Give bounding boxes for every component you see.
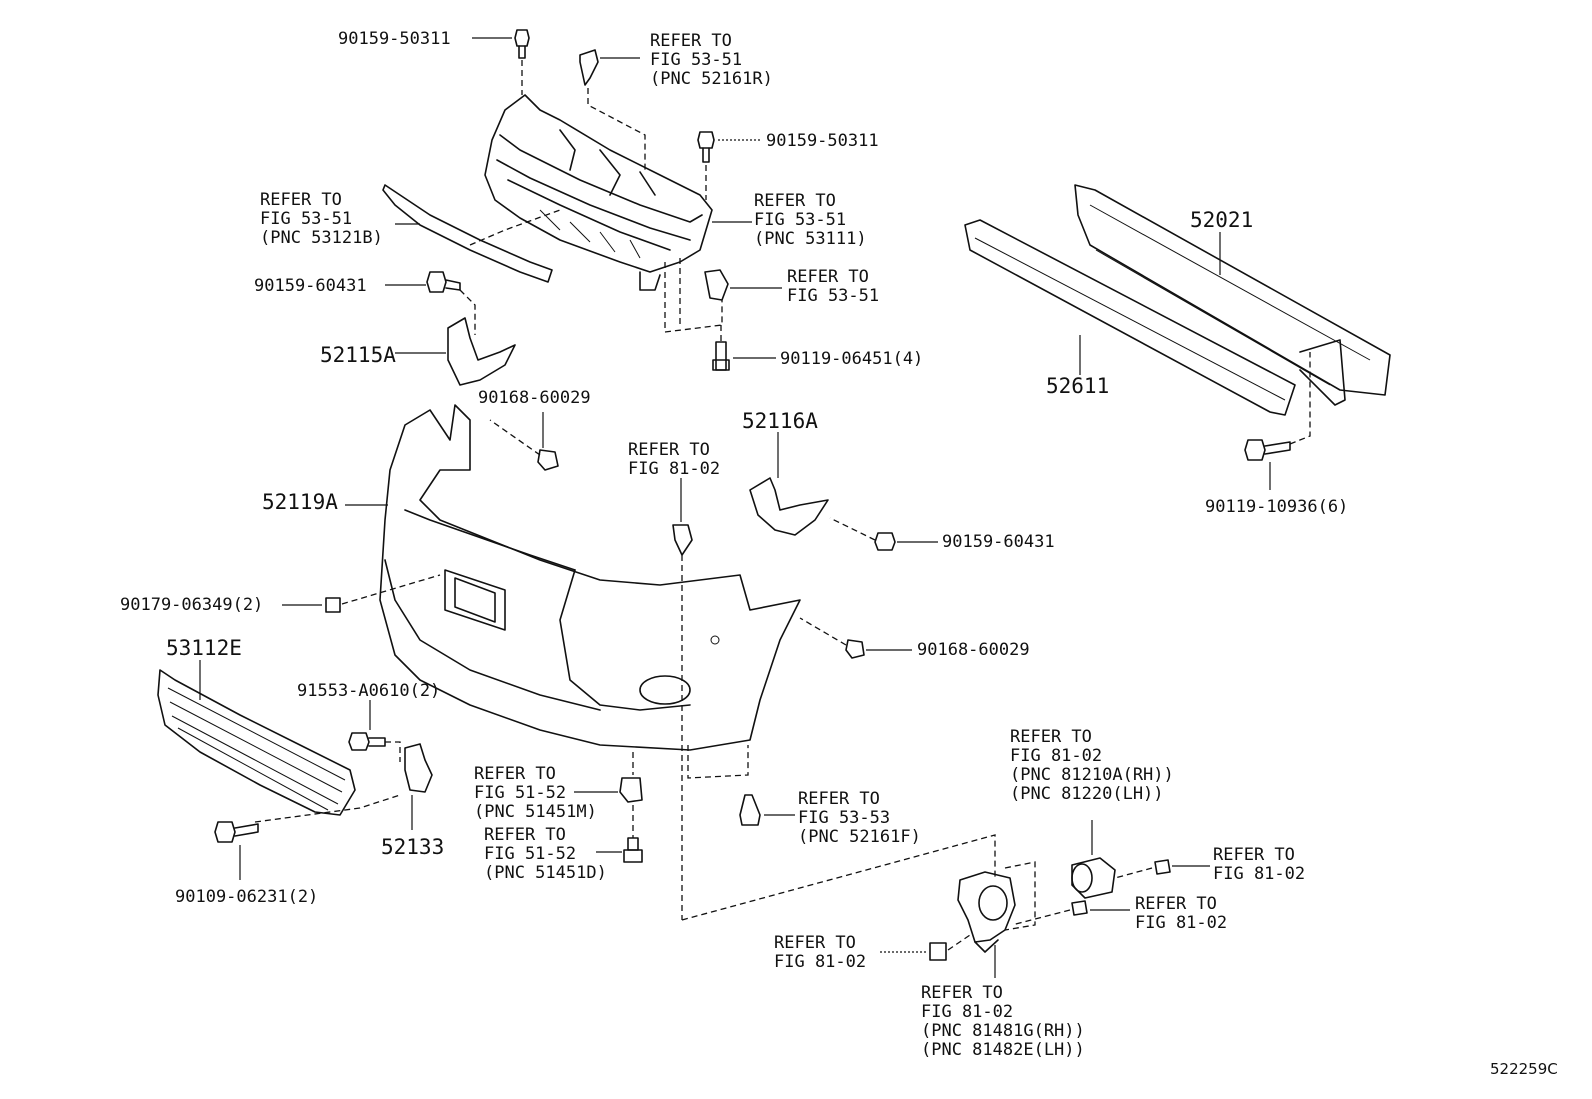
fog-lamp-81210a-icon xyxy=(1071,857,1116,899)
lower-grille-53112e xyxy=(157,669,356,816)
label-90159-50311-top: 90159-50311 xyxy=(338,29,451,49)
label-52021: 52021 xyxy=(1190,208,1253,232)
label-90168-60029-top: 90168-60029 xyxy=(478,388,591,408)
label-refer-53111: REFER TO FIG 53-51 (PNC 53111) xyxy=(754,191,867,249)
label-52133: 52133 xyxy=(381,835,444,859)
clip-90179-06349-icon xyxy=(325,574,441,613)
label-refer-51451d: REFER TO FIG 51-52 (PNC 51451D) xyxy=(484,825,607,883)
reinforcement-52021 xyxy=(1074,184,1391,396)
bolt-90159-60431-left-icon xyxy=(426,271,476,335)
clip-53-51-icon xyxy=(704,269,729,301)
label-90119-06451: 90119-06451(4) xyxy=(780,349,923,369)
clip-52161r-icon xyxy=(579,49,646,172)
nut-90168-60029-top-icon xyxy=(489,419,559,471)
label-refer-81-02-r2: REFER TO FIG 81-02 xyxy=(1135,894,1227,933)
bracket-52115a xyxy=(447,317,516,386)
screw-81-02-r2-icon xyxy=(1011,900,1088,926)
bolt-90159-50311-top-icon xyxy=(514,29,530,95)
label-90159-50311-mid: 90159-50311 xyxy=(766,131,879,151)
screw-81-02-r1-icon xyxy=(1114,859,1171,879)
bolt-90109-06231-icon xyxy=(214,821,259,843)
absorber-52611 xyxy=(964,219,1296,416)
bolt-90159-60431-right-icon xyxy=(829,517,896,551)
label-52119a: 52119A xyxy=(262,490,338,514)
molding-53121b xyxy=(382,184,553,283)
clip-81-02-top-icon xyxy=(672,524,693,920)
label-refer-81481g: REFER TO FIG 81-02 (PNC 81481G(RH)) (PNC… xyxy=(921,983,1095,1060)
label-refer-53121b: REFER TO FIG 53-51 (PNC 53121B) xyxy=(260,190,383,248)
label-90159-60431-left: 90159-60431 xyxy=(254,276,367,296)
label-refer-81-02-bl: REFER TO FIG 81-02 xyxy=(774,933,866,972)
bolt-90119-10936-icon xyxy=(1244,352,1311,461)
label-90119-10936: 90119-10936(6) xyxy=(1205,497,1348,517)
label-52116a: 52116A xyxy=(742,409,818,433)
label-90109-06231: 90109-06231(2) xyxy=(175,887,318,907)
nut-90168-60029-right-icon xyxy=(799,617,865,659)
bumper-cover-52119a xyxy=(379,404,801,751)
diagram-code: 522259C xyxy=(1490,1060,1558,1078)
label-52611: 52611 xyxy=(1046,374,1109,398)
label-refer-51451m: REFER TO FIG 51-52 (PNC 51451M) xyxy=(474,764,597,822)
bolt-51451d-icon xyxy=(623,805,643,863)
bracket-52116a xyxy=(749,477,829,536)
label-refer-52161r: REFER TO FIG 53-51 (PNC 52161R) xyxy=(650,31,773,89)
label-52115a: 52115A xyxy=(320,343,396,367)
bolt-90119-06451-icon xyxy=(712,325,730,371)
label-refer-81-02-top: REFER TO FIG 81-02 xyxy=(628,440,720,479)
label-refer-53-51-clip: REFER TO FIG 53-51 xyxy=(787,267,879,306)
bolt-91553-a0610-icon xyxy=(348,732,401,762)
label-53112e: 53112E xyxy=(166,636,242,660)
clip-52161f-icon xyxy=(739,794,761,826)
label-90159-60431-right: 90159-60431 xyxy=(942,532,1055,552)
label-90168-60029-right: 90168-60029 xyxy=(917,640,1030,660)
label-refer-81210a: REFER TO FIG 81-02 (PNC 81210A(RH)) (PNC… xyxy=(1010,727,1184,804)
upper-grille xyxy=(484,94,713,291)
fog-lamp-bezel-81481g-icon xyxy=(957,871,1016,953)
bracket-52133 xyxy=(404,743,433,793)
bolt-90159-50311-mid-icon xyxy=(697,131,715,200)
clip-81-02-bl-icon xyxy=(929,942,947,961)
label-90179-06349: 90179-06349(2) xyxy=(120,595,263,615)
label-refer-81-02-r1: REFER TO FIG 81-02 xyxy=(1213,845,1305,884)
clip-51451m-icon xyxy=(619,752,643,803)
label-91553-a0610: 91553-A0610(2) xyxy=(297,681,440,701)
label-refer-52161f: REFER TO FIG 53-53 (PNC 52161F) xyxy=(798,789,921,847)
